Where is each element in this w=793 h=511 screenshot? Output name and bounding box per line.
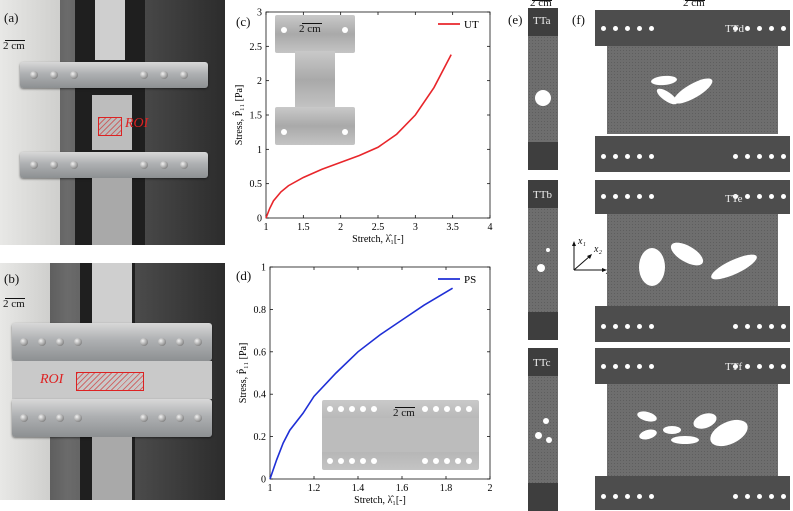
chart-d-xtick-label-1: 1.2 <box>308 483 321 494</box>
chart-c-legend-label-0: UT <box>464 19 479 31</box>
scale-text-e: 2 cm <box>530 0 552 9</box>
chart-c-series-0-line <box>265 54 452 219</box>
chart-d-ytick-label-3: 0.6 <box>254 347 267 358</box>
chart-c-xtick-label-5: 3.5 <box>446 222 459 233</box>
panel-label-d: (d) <box>236 268 252 283</box>
chart-d-xtick-label-2: 1.4 <box>352 483 365 494</box>
panel-label-f: (f) <box>572 12 585 27</box>
label-ttb: TTb <box>533 189 552 201</box>
chart-d-ytick-label-5: 1 <box>261 263 266 274</box>
specimen-ttd <box>595 10 790 172</box>
chart-d-xtick-label-3: 1.6 <box>396 483 409 494</box>
scale-text-b: 2 cm <box>3 298 25 310</box>
inset-ps-specimen: 2 cm <box>322 400 479 470</box>
chart-d-xtick-label-5: 2 <box>488 483 493 494</box>
photo-tensile-setup-planar: ROI <box>0 263 225 500</box>
axis-x2-label: x₂ <box>594 244 602 255</box>
panel-label-e: (e) <box>508 12 523 27</box>
scale-text-c: 2 cm <box>299 23 321 35</box>
chart-d-xtick-label-0: 1 <box>268 483 273 494</box>
photo-tensile-setup-uniaxial: ROI <box>0 0 225 245</box>
scale-bar-b <box>5 298 25 299</box>
chart-d-ytick-label-2: 0.4 <box>254 390 267 401</box>
chart-d-series-0-line <box>269 287 454 480</box>
scale-text-f: 2 cm <box>683 0 705 9</box>
chart-d-xtick-label-4: 1.8 <box>440 483 453 494</box>
chart-d-ylabel: Stress, P̂₁₁ [Pa] <box>236 343 249 404</box>
label-ttc: TTc <box>533 357 551 369</box>
chart-d-legend-label-0: PS <box>464 274 476 286</box>
chart-c-ytick-label-2: 1 <box>257 145 262 156</box>
chart-d-xlabel: Stretch, λ̂₁[-] <box>354 495 406 506</box>
chart-c-ytick-label-6: 3 <box>257 8 262 19</box>
chart-c-ytick-label-4: 2 <box>257 76 262 87</box>
chart-d-ytick-label-1: 0.2 <box>254 432 267 443</box>
panel-label-a: (a) <box>4 10 19 25</box>
specimen-ttf <box>595 348 790 510</box>
chart-d-ytick-label-0: 0 <box>261 475 266 486</box>
axis-x1-label: x₁ <box>578 236 586 247</box>
chart-d-ytick-label-4: 0.8 <box>254 305 267 316</box>
chart-c-ytick-label-0: 0 <box>257 214 262 225</box>
chart-c-xtick-label-2: 2 <box>338 222 343 233</box>
inset-ut-specimen: 2 cm <box>275 15 355 145</box>
specimen-tte <box>595 180 790 342</box>
label-ttd: TTd <box>725 23 744 35</box>
panel-label-b: (b) <box>4 271 20 286</box>
chart-c-xlabel: Stretch, λ̂₁[-] <box>352 234 404 245</box>
roi-box-b <box>76 372 144 391</box>
chart-c-ytick-label-1: 0.5 <box>250 179 263 190</box>
chart-c-xtick-label-1: 1.5 <box>297 222 310 233</box>
scale-text-a: 2 cm <box>3 40 25 52</box>
label-ttf: TTf <box>725 361 743 373</box>
chart-d-axes-frame <box>269 266 491 480</box>
scale-bar-a <box>5 40 25 41</box>
chart-c-xtick-label-6: 4 <box>488 222 493 233</box>
chart-c-xtick-label-0: 1 <box>264 222 269 233</box>
label-tte: TTe <box>725 193 743 205</box>
chart-c-xtick-label-3: 2.5 <box>372 222 385 233</box>
scale-text-d: 2 cm <box>393 407 415 419</box>
chart-c-ylabel: Stress, P̂₁₁ [Pa] <box>232 85 245 146</box>
roi-box-a <box>98 117 122 136</box>
specimen-ttb <box>528 180 558 340</box>
chart-c-ytick-label-5: 2.5 <box>250 42 263 53</box>
roi-label-b: ROI <box>40 372 64 387</box>
roi-label-a: ROI <box>125 116 149 131</box>
coordinate-axes <box>572 241 607 272</box>
specimen-ttc <box>528 348 558 511</box>
chart-c-xtick-label-4: 3 <box>413 222 418 233</box>
label-tta: TTa <box>533 15 551 27</box>
chart-c-ytick-label-3: 1.5 <box>250 111 263 122</box>
panel-label-c: (c) <box>236 14 251 29</box>
specimen-tta <box>528 8 558 170</box>
